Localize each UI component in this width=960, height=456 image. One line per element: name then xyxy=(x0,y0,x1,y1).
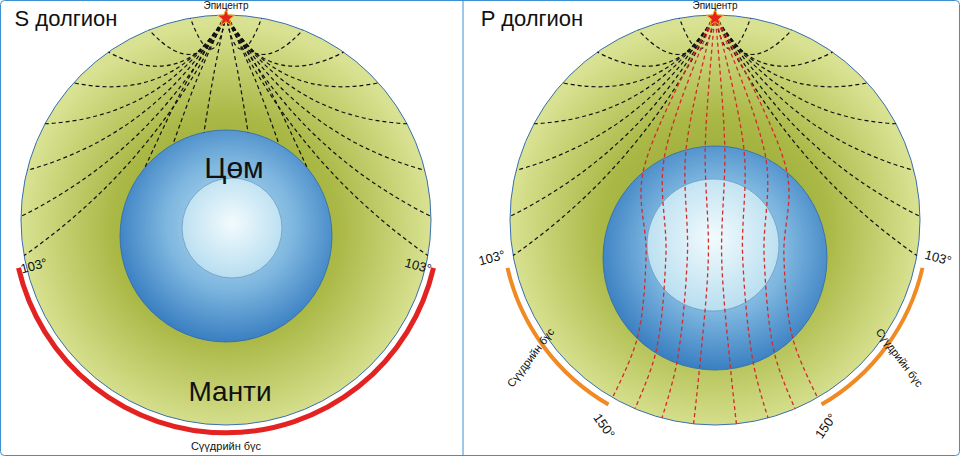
seismic-ray xyxy=(226,15,431,216)
angle-label: 103° xyxy=(403,256,433,276)
panel-title: S долгион xyxy=(15,7,118,30)
seismic-ray xyxy=(204,15,226,132)
panel-divider xyxy=(463,0,464,456)
seismic-ray xyxy=(715,15,795,409)
seismic-ray xyxy=(226,15,279,144)
seismic-ray xyxy=(679,15,715,49)
seismic-ray xyxy=(510,15,715,216)
seismic-ray xyxy=(190,15,226,49)
seismic-ray xyxy=(145,15,226,168)
epicenter-label: Эпицентр xyxy=(692,1,737,12)
outer-core xyxy=(603,146,827,370)
seismic-ray xyxy=(21,15,226,216)
seismic-ray xyxy=(715,15,920,216)
zone-label: Сүүдрийн бүс xyxy=(191,441,261,453)
seismic-ray xyxy=(226,15,428,256)
angle-label: 103° xyxy=(923,248,953,268)
epicenter-star xyxy=(217,9,234,25)
seismic-ray xyxy=(715,15,768,418)
seismic-ray xyxy=(516,15,715,170)
ray-group xyxy=(510,15,920,424)
seismic-ray xyxy=(226,15,407,124)
outer-core xyxy=(120,130,332,342)
layer-name: Манти xyxy=(188,377,271,406)
angle-label: 103° xyxy=(477,248,507,268)
seismic-ray xyxy=(662,15,715,418)
seismic-ray xyxy=(613,15,716,398)
seismic-ray xyxy=(694,15,715,424)
seismic-ray xyxy=(534,15,715,124)
mantle xyxy=(21,15,431,425)
ray-group xyxy=(21,15,431,256)
angle-label: 150° xyxy=(591,411,618,441)
shadow-zone-arc xyxy=(508,268,609,405)
seismic-ray xyxy=(715,15,751,49)
mantle xyxy=(510,15,920,425)
seismic-ray xyxy=(513,15,715,256)
seismic-ray xyxy=(715,15,818,398)
layer-name: Цөм xyxy=(204,152,264,184)
angle-label: 150° xyxy=(813,411,840,441)
angle-label: 103° xyxy=(19,256,49,276)
shadow-zone-arc xyxy=(822,268,923,405)
seismic-ray xyxy=(635,15,715,409)
zone-label: Сүүдрийн бүс xyxy=(505,326,556,389)
seismic-ray xyxy=(24,15,226,256)
seismic-ray xyxy=(173,15,226,144)
seismic-ray xyxy=(226,15,425,170)
seismic-ray xyxy=(27,15,226,170)
seismic-ray xyxy=(226,15,262,49)
seismic-ray xyxy=(226,15,307,168)
seismic-ray xyxy=(715,15,917,256)
seismic-ray xyxy=(715,15,736,424)
shadow-zone-arc xyxy=(19,268,434,433)
epicenter-label: Эпицентр xyxy=(203,1,248,12)
seismic-ray xyxy=(45,15,226,124)
seismic-ray xyxy=(715,15,896,124)
panel-title: P долгион xyxy=(481,7,584,30)
epicenter-star xyxy=(706,9,723,25)
zone-label: Сүүдрийн бүс xyxy=(873,326,924,389)
seismic-ray xyxy=(715,15,914,170)
seismic-ray xyxy=(226,15,248,132)
inner-core xyxy=(647,179,779,311)
inner-core xyxy=(182,178,282,278)
